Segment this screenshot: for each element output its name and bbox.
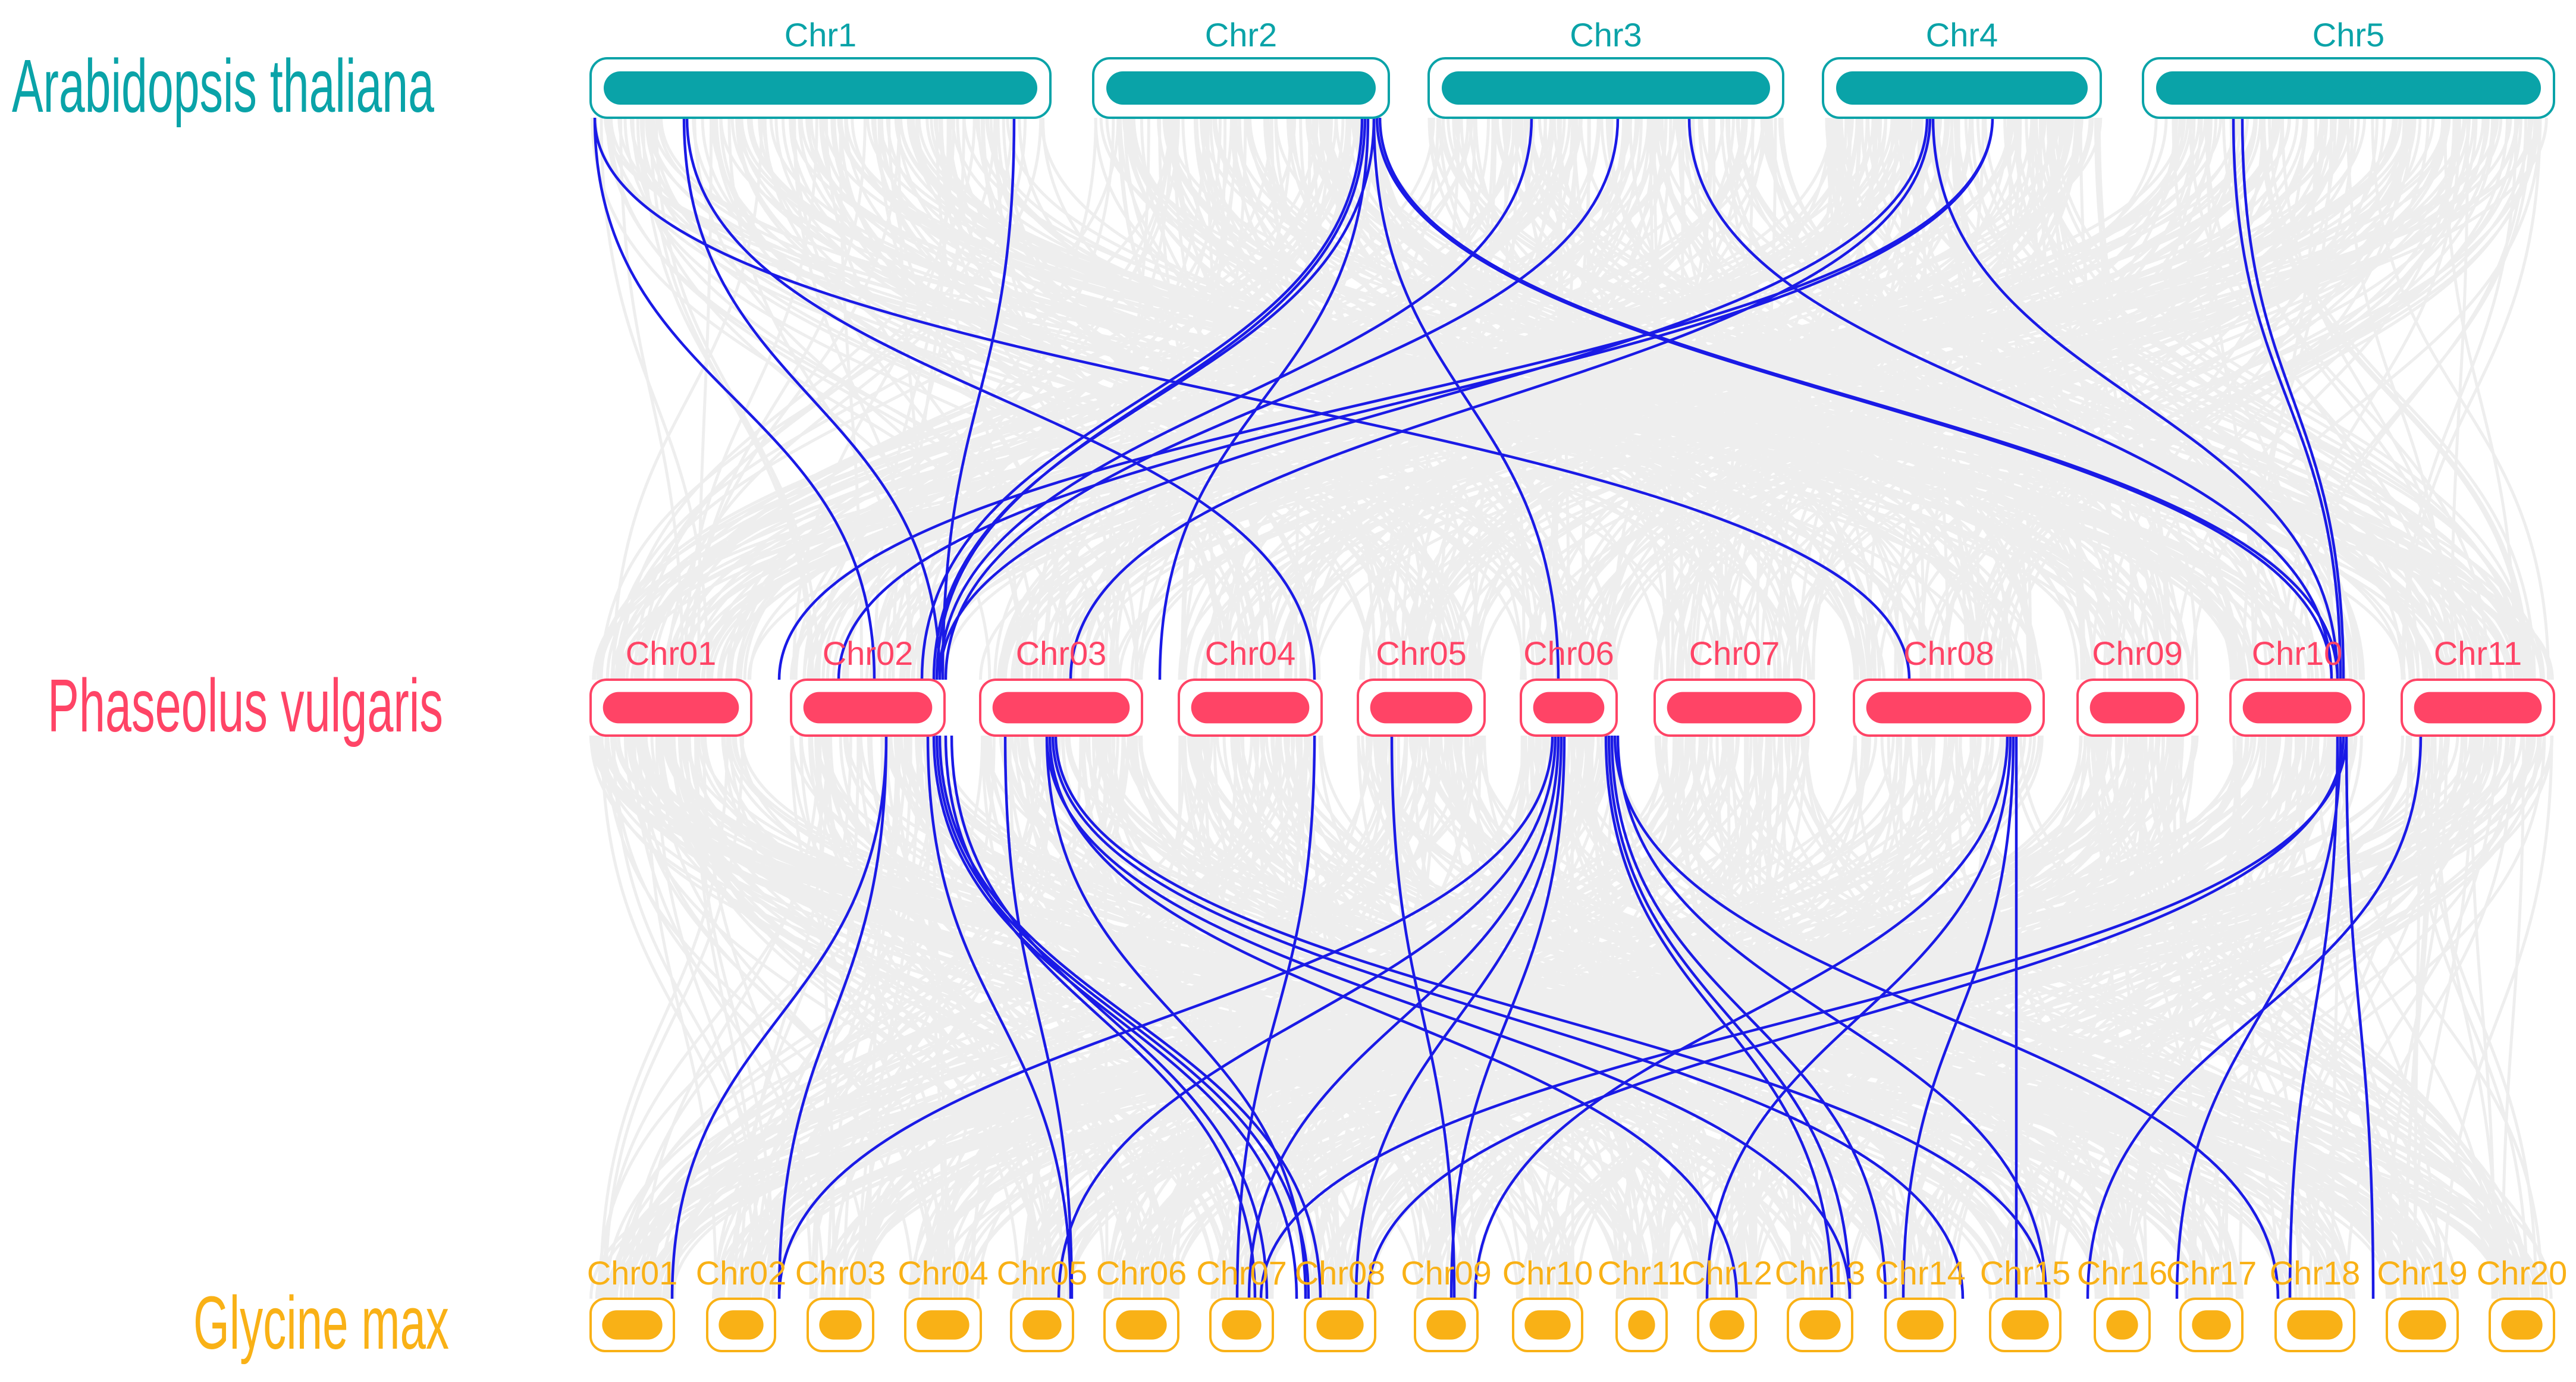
highlighted-synteny-links <box>593 117 2423 1299</box>
bot-chromosome-chr05[interactable]: Chr05 <box>997 1254 1088 1352</box>
chromosome-label: Chr19 <box>2377 1254 2468 1292</box>
bot-chromosome-chr08[interactable]: Chr08 <box>1295 1254 1386 1352</box>
chromosome-label: Chr10 <box>2252 635 2343 672</box>
chromosome-label: Chr10 <box>1502 1254 1593 1292</box>
mid-chromosome-chr07[interactable]: Chr07 <box>1653 635 1815 737</box>
chromosome-label: Chr09 <box>1401 1254 1492 1292</box>
chromosome-label: Chr02 <box>696 1254 787 1292</box>
mid-chromosome-chr05[interactable]: Chr05 <box>1357 635 1486 737</box>
chromosome-label: Chr20 <box>2477 1254 2568 1292</box>
species-label-phaseolus: Phaseolus vulgaris <box>48 664 443 747</box>
top-chromosome-chr5[interactable]: Chr5 <box>2142 16 2555 119</box>
chromosome-label: Chr18 <box>2270 1254 2361 1292</box>
chromosome-label: Chr15 <box>1980 1254 2071 1292</box>
chromosome-label: Chr11 <box>1598 1254 1686 1292</box>
mid-chromosome-chr03[interactable]: Chr03 <box>979 635 1143 737</box>
chromosome-label: Chr07 <box>1196 1254 1287 1292</box>
chromosome-label: Chr4 <box>1926 16 1998 54</box>
chromosome-label: Chr03 <box>1016 635 1107 672</box>
bot-chromosome-chr07[interactable]: Chr07 <box>1196 1254 1287 1352</box>
mid-chromosome-chr01[interactable]: Chr01 <box>589 635 752 737</box>
chromosome-label: Chr08 <box>1903 635 1994 672</box>
chromosome-label: Chr02 <box>823 635 914 672</box>
chromosome-label: Chr13 <box>1775 1254 1866 1292</box>
chromosome-label: Chr17 <box>2166 1254 2257 1292</box>
chromosome-label: Chr04 <box>898 1254 989 1292</box>
mid-chromosome-chr11[interactable]: Chr11 <box>2401 635 2555 737</box>
mid-chromosome-chr04[interactable]: Chr04 <box>1178 635 1323 737</box>
chromosome-label: Chr11 <box>2434 635 2522 672</box>
bot-chromosome-chr03[interactable]: Chr03 <box>795 1254 886 1352</box>
bot-chromosome-chr02[interactable]: Chr02 <box>696 1254 787 1352</box>
top-chromosome-chr4[interactable]: Chr4 <box>1822 16 2102 119</box>
chromosome-label: Chr2 <box>1205 16 1277 54</box>
bot-chromosome-chr09[interactable]: Chr09 <box>1401 1254 1492 1352</box>
top-chromosome-chr2[interactable]: Chr2 <box>1092 16 1390 119</box>
bot-chromosome-chr04[interactable]: Chr04 <box>898 1254 989 1352</box>
bot-chromosome-chr06[interactable]: Chr06 <box>1096 1254 1187 1352</box>
mid-chromosome-chr06[interactable]: Chr06 <box>1520 635 1618 737</box>
chromosome-label: Chr06 <box>1523 635 1614 672</box>
bot-chromosome-chr19[interactable]: Chr19 <box>2377 1254 2468 1352</box>
bot-chromosome-chr18[interactable]: Chr18 <box>2270 1254 2361 1352</box>
bot-chromosome-chr12[interactable]: Chr12 <box>1681 1254 1772 1352</box>
chromosome-label: Chr16 <box>2077 1254 2168 1292</box>
species-label-glycine: Glycine max <box>193 1281 449 1365</box>
chromosome-label: Chr05 <box>1376 635 1467 672</box>
top-chromosome-chr3[interactable]: Chr3 <box>1427 16 1784 119</box>
chromosome-label: Chr01 <box>587 1254 678 1292</box>
chromosome-label: Chr1 <box>785 16 856 54</box>
chromosome-label: Chr06 <box>1096 1254 1187 1292</box>
chromosome-label: Chr03 <box>795 1254 886 1292</box>
mid-chromosome-chr02[interactable]: Chr02 <box>790 635 946 737</box>
mid-chromosome-chr09[interactable]: Chr09 <box>2076 635 2198 737</box>
bot-chromosome-chr01[interactable]: Chr01 <box>587 1254 678 1352</box>
chromosome-label: Chr01 <box>626 635 717 672</box>
bot-chromosome-chr10[interactable]: Chr10 <box>1502 1254 1593 1352</box>
bot-chromosome-chr16[interactable]: Chr16 <box>2077 1254 2168 1352</box>
mid-chromosome-chr10[interactable]: Chr10 <box>2229 635 2365 737</box>
chromosome-label: Chr09 <box>2092 635 2183 672</box>
bot-chromosome-chr15[interactable]: Chr15 <box>1980 1254 2071 1352</box>
species-label-arabidopsis: Arabidopsis thaliana <box>12 44 435 128</box>
chromosome-label: Chr5 <box>2313 16 2384 54</box>
chromosome-label: Chr07 <box>1689 635 1780 672</box>
bot-chromosome-chr14[interactable]: Chr14 <box>1875 1254 1966 1352</box>
bot-chromosome-chr17[interactable]: Chr17 <box>2166 1254 2257 1352</box>
bot-chromosome-chr11[interactable]: Chr11 <box>1598 1254 1686 1352</box>
mid-chromosome-chr08[interactable]: Chr08 <box>1853 635 2045 737</box>
bot-chromosome-chr13[interactable]: Chr13 <box>1775 1254 1866 1352</box>
chromosome-label: Chr3 <box>1570 16 1642 54</box>
bot-chromosome-chr20[interactable]: Chr20 <box>2477 1254 2568 1352</box>
chromosome-label: Chr04 <box>1205 635 1296 672</box>
chromosome-label: Chr08 <box>1295 1254 1386 1292</box>
chromosome-label: Chr12 <box>1681 1254 1772 1292</box>
chromosome-label: Chr05 <box>997 1254 1088 1292</box>
top-chromosome-chr1[interactable]: Chr1 <box>589 16 1052 119</box>
chromosome-label: Chr14 <box>1875 1254 1966 1292</box>
